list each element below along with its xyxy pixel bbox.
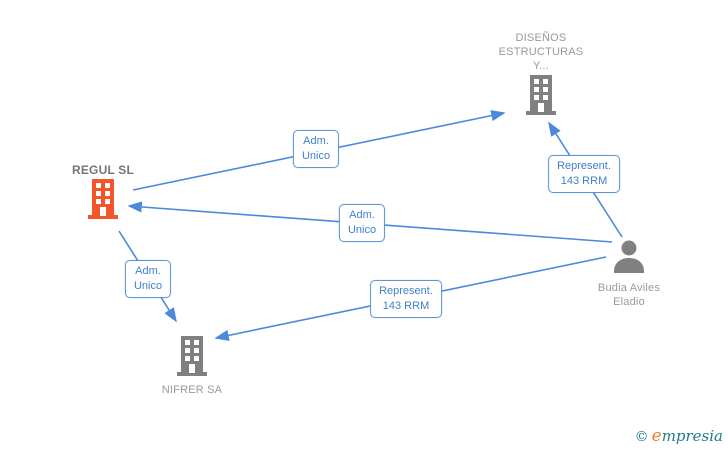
copyright-icon: ©	[634, 429, 649, 445]
building-icon	[174, 336, 210, 381]
node-disenos-label: DISEÑOS ESTRUCTURAS Y...	[498, 32, 584, 72]
node-regul-sl[interactable]: REGUL SL	[43, 163, 163, 226]
node-budia-label: Budia Aviles Eladio	[597, 282, 661, 308]
empresia-logo[interactable]: ©empresia	[635, 426, 723, 446]
edge-label-represent-143-rrm: Represent. 143 RRM	[370, 280, 442, 318]
edge-label-adm-unico: Adm. Unico	[338, 204, 386, 242]
node-nifrer-sa[interactable]: NIFRER SA	[132, 334, 252, 397]
building-icon	[85, 179, 121, 224]
edge-label-adm-unico: Adm. Unico	[124, 260, 172, 298]
brand-rest: mpresia	[661, 427, 723, 445]
person-icon	[611, 240, 647, 279]
node-budia-aviles-eladio[interactable]: Budia Aviles Eladio	[569, 238, 689, 309]
edge-label-represent-143-rrm: Represent. 143 RRM	[548, 155, 620, 193]
edge-label-adm-unico: Adm. Unico	[292, 130, 340, 168]
node-disenos-estructuras[interactable]: DISEÑOS ESTRUCTURAS Y...	[481, 31, 601, 122]
brand-letter-e: e	[651, 426, 662, 446]
node-nifrer-label: NIFRER SA	[161, 384, 223, 396]
node-regul-label: REGUL SL	[71, 163, 135, 177]
building-icon	[523, 75, 559, 120]
